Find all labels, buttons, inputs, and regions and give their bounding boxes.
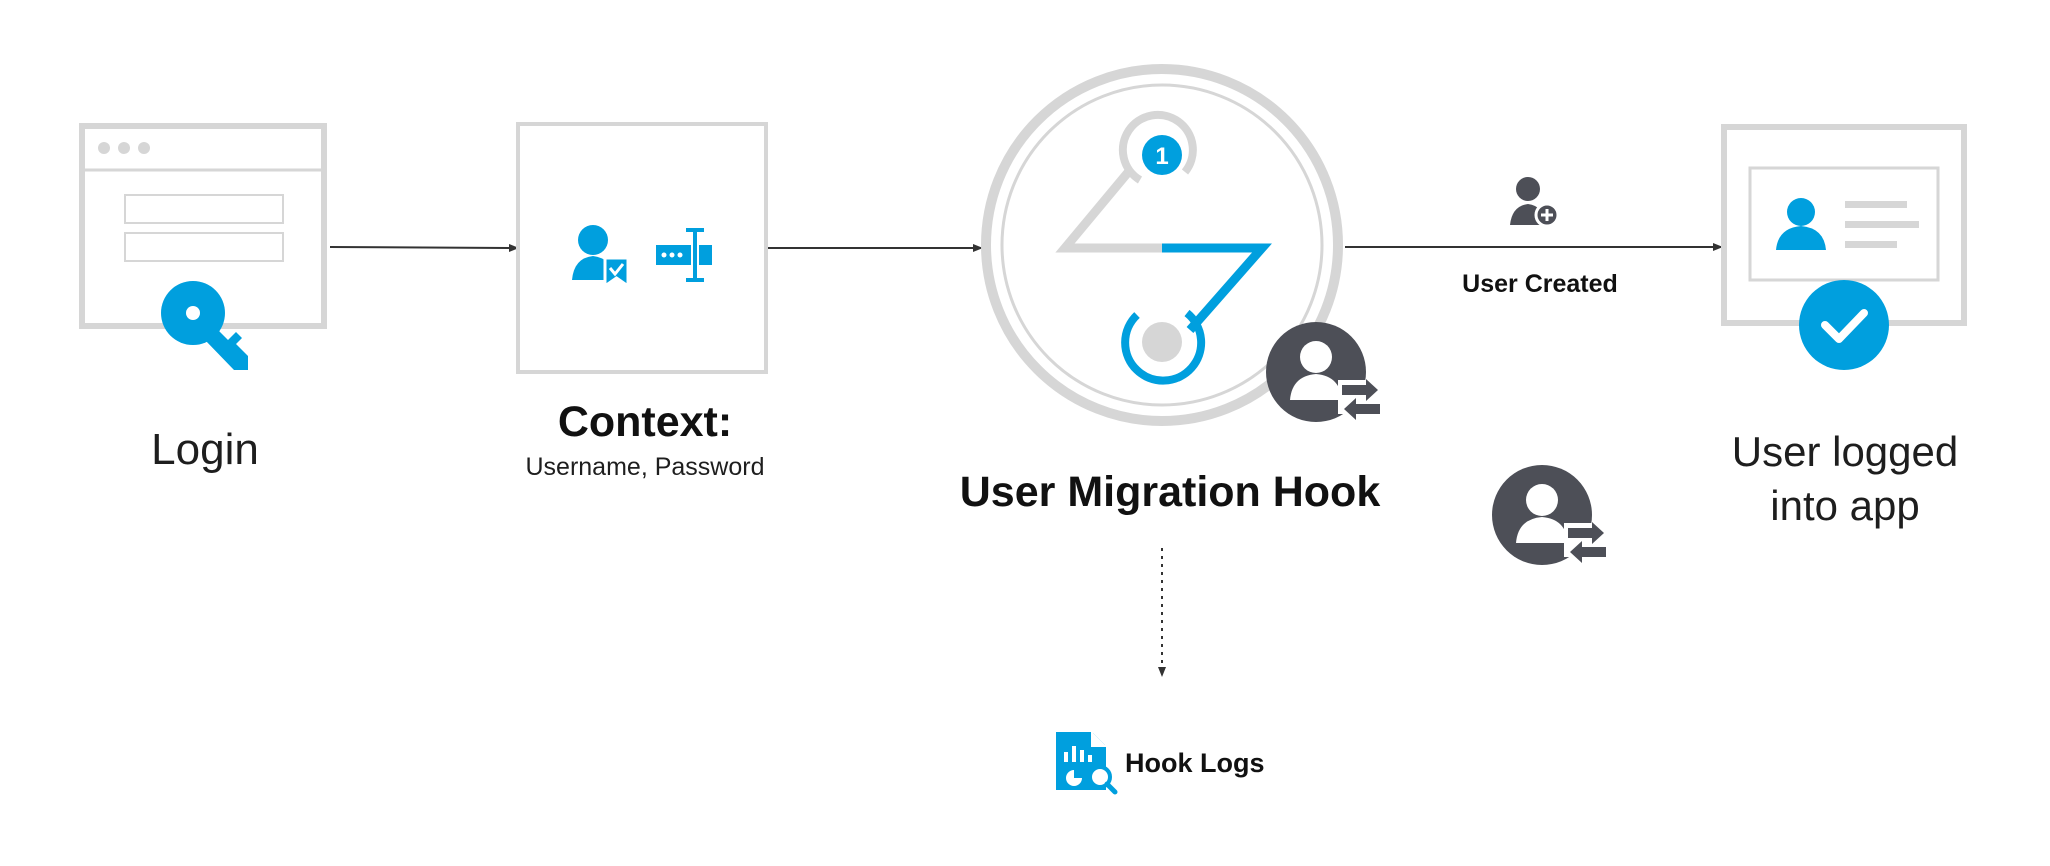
password-input-mock [124,232,284,262]
password-field-icon [656,228,712,282]
log-report-icon [1056,732,1118,795]
arrow-login-to-context [329,243,519,252]
user-add-icon [1510,177,1560,228]
hook-logo-icon [981,64,1343,426]
username-input-mock [124,194,284,224]
checkmark-icon [1799,280,1889,370]
logged-in-label: User logged into app [1731,428,1959,529]
hook-title: User Migration Hook [959,468,1381,516]
profile-avatar-icon [1787,198,1815,226]
user-created-label: User Created [1462,270,1618,298]
context-box [516,122,768,374]
hook-logs-label: Hook Logs [1125,748,1265,778]
context-title: Context: [557,398,733,446]
login-label: Login [151,425,259,474]
user-sync-icon-secondary [1492,465,1606,565]
step-badge [1142,135,1182,175]
step-badge-number: 1 [1155,143,1168,170]
key-icon [161,281,248,370]
user-verified-icon [572,225,630,289]
user-sync-icon [1266,322,1380,422]
context-subtitle: Username, Password [525,453,765,481]
